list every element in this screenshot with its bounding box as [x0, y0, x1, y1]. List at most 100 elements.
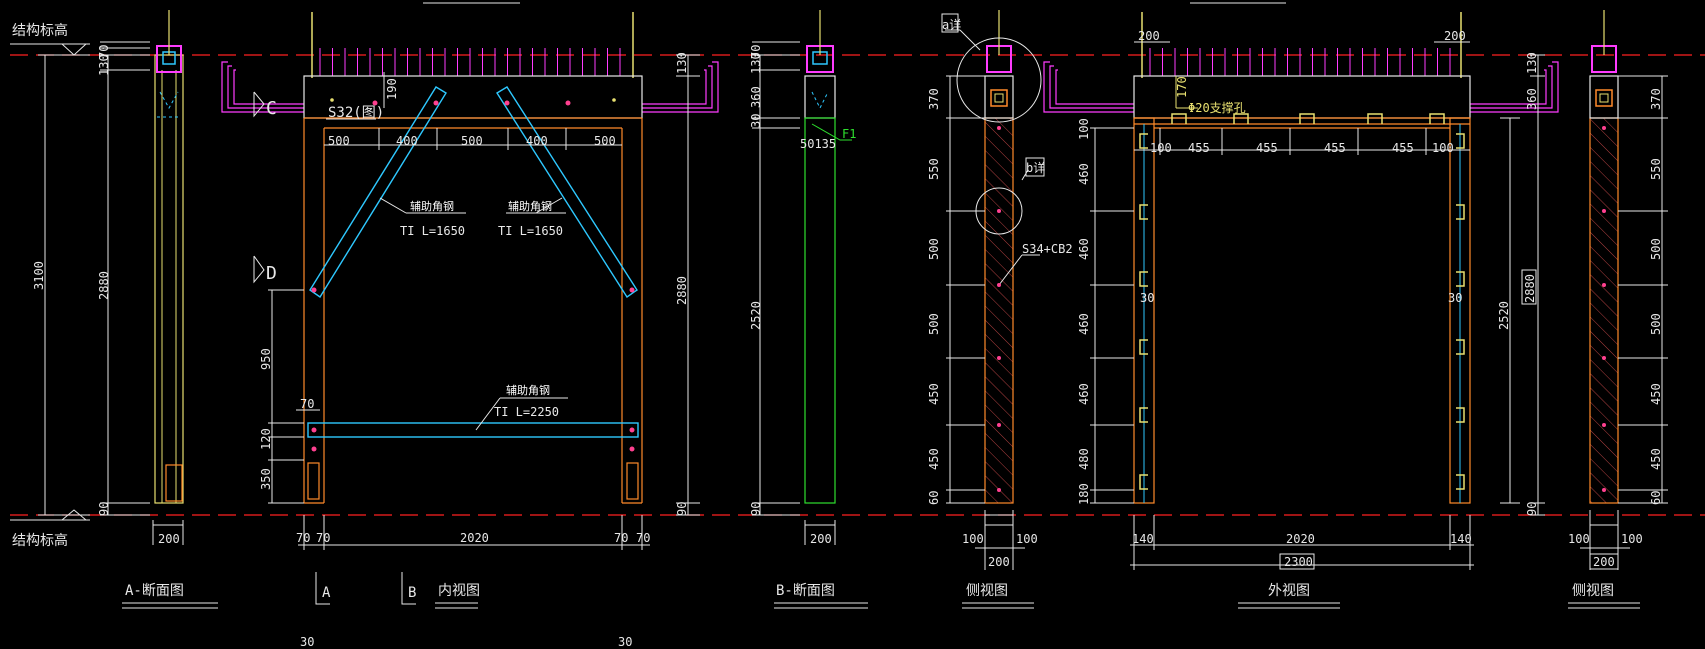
dim-s1-450-1: 450: [927, 383, 941, 405]
dim-b-70: 70: [749, 45, 763, 59]
section-a-view: 130 70 2880 90 200: [97, 10, 184, 546]
dim-o-455-3: 455: [1324, 141, 1346, 155]
outer-view: 200 200 170 Φ20支撑孔 100 455 455 455 455 1…: [1043, 12, 1559, 570]
dim-o-455-2: 455: [1256, 141, 1278, 155]
brace-label-3: 辅助角钢: [506, 383, 550, 397]
dim-o-30-l: 30: [1140, 291, 1154, 305]
detail-b-label: b详: [1026, 160, 1045, 175]
dim-inner-350: 350: [259, 468, 273, 490]
dim-b-360: 360: [749, 86, 763, 108]
dim-s1-450-2: 450: [927, 448, 941, 470]
section-marker-d: D: [266, 263, 277, 284]
channel-bracket-top: [1429, 113, 1445, 124]
brace-length-2: TI L=1650: [498, 224, 563, 238]
dim-inner-70-top: 70: [300, 397, 314, 411]
section-marker-c: C: [266, 98, 277, 119]
channel-bracket: [1456, 474, 1465, 490]
dim-inner-950: 950: [259, 348, 273, 370]
struct-elevation-top-label: 结构标高: [12, 22, 68, 39]
dim-s2-200: 200: [1593, 555, 1615, 569]
label-s34: S34+CB2: [1022, 242, 1073, 256]
dim-o-455-4: 455: [1392, 141, 1414, 155]
dim-o-100-r: 100: [1432, 141, 1454, 155]
elevation-markers: [10, 43, 90, 521]
dim-a-130: 130: [97, 54, 111, 76]
dim-inner-500-3: 500: [594, 134, 616, 148]
dim-inner-90: 90: [675, 502, 689, 516]
label-dia20: Φ20支撑孔: [1188, 100, 1246, 115]
view-title-side-2: 侧视图: [1572, 583, 1614, 599]
brace-label-1: 辅助角钢: [410, 199, 454, 213]
view-title-b-section: B-断面图: [776, 583, 835, 599]
dim-o-90: 90: [1525, 502, 1539, 516]
dim-s1-100-r: 100: [1016, 532, 1038, 546]
dim-b-90: 90: [749, 502, 763, 516]
dim-o-140-r: 140: [1450, 532, 1472, 546]
channel-bracket: [1139, 271, 1148, 287]
dim-inner-2880: 2880: [675, 276, 689, 305]
structural-elevation-lines: [10, 54, 1705, 516]
section-ref-a: A: [322, 585, 331, 601]
dim-inner-2020: 2020: [460, 531, 489, 545]
dim-inner-500-1: 500: [328, 134, 350, 148]
dim-inner-70-br: 70: [614, 531, 628, 545]
dim-s2-450-2: 450: [1649, 448, 1663, 470]
dim-s1-550: 550: [927, 158, 941, 180]
label-f1: F1: [842, 127, 856, 141]
dim-inner-130: 130: [675, 52, 689, 74]
view-title-outer: 外视图: [1268, 583, 1310, 599]
detail-a-label: a详: [942, 17, 961, 32]
outer-channel-brackets: [1139, 113, 1465, 490]
dim-o-460-4: 460: [1077, 383, 1091, 405]
dim-inner-500-2: 500: [461, 134, 483, 148]
channel-bracket: [1139, 339, 1148, 355]
dim-o-460-1: 460: [1077, 163, 1091, 185]
dim-3100: 3100: [32, 261, 46, 290]
dim-o-30-r: 30: [1448, 291, 1462, 305]
channel-bracket-top: [1233, 113, 1249, 124]
dim-s2-500-2: 500: [1649, 313, 1663, 335]
dim-o-360: 360: [1525, 88, 1539, 110]
inner-top-rebars: [319, 48, 621, 76]
dim-a-200: 200: [158, 532, 180, 546]
dim-s2-500-1: 500: [1649, 238, 1663, 260]
dim-o-170: 170: [1175, 76, 1189, 98]
view-title-a-section: A-断面图: [125, 583, 184, 599]
channel-bracket: [1456, 204, 1465, 220]
dim-o-200-r: 200: [1444, 29, 1466, 43]
dim-b-30: 30: [749, 114, 763, 128]
dim-s2-370: 370: [1649, 88, 1663, 110]
channel-bracket-top: [1299, 113, 1315, 124]
channel-bracket: [1456, 407, 1465, 423]
dim-o-460-3: 460: [1077, 313, 1091, 335]
dim-b-2520: 2520: [749, 301, 763, 330]
dim-o-130: 130: [1525, 52, 1539, 74]
dim-o-200-l: 200: [1138, 29, 1160, 43]
dim-s2-550: 550: [1649, 158, 1663, 180]
bottom-dim-30-2: 30: [618, 635, 632, 649]
dim-s1-500-1: 500: [927, 238, 941, 260]
dim-o-2300: 2300: [1284, 555, 1313, 569]
dim-o-455-1: 455: [1188, 141, 1210, 155]
bottom-dim-30-1: 30: [300, 635, 314, 649]
channel-bracket: [1139, 133, 1148, 149]
dim-a-2880: 2880: [97, 271, 111, 300]
view-title-side-1: 侧视图: [966, 583, 1008, 599]
dim-s1-100-l: 100: [962, 532, 984, 546]
brace-label-2: 辅助角钢: [508, 199, 552, 213]
brace-length-1: TI L=1650: [400, 224, 465, 238]
channel-bracket: [1456, 339, 1465, 355]
dim-inner-400-1: 400: [396, 134, 418, 148]
dim-o-100-v: 100: [1077, 118, 1091, 140]
channel-bracket: [1139, 204, 1148, 220]
channel-bracket: [1139, 407, 1148, 423]
dim-o-100-l: 100: [1150, 141, 1172, 155]
dim-s2-60: 60: [1649, 491, 1663, 505]
brace-length-3: TI L=2250: [494, 405, 559, 419]
dim-s2-100-r: 100: [1621, 532, 1643, 546]
outer-top-rebars: [1149, 48, 1451, 76]
dim-o-2020: 2020: [1286, 532, 1315, 546]
side-view-1: a详 b详 S34+CB2 370 550 500 500 450 450 60…: [927, 10, 1073, 570]
dim-o-2520: 2520: [1497, 301, 1511, 330]
